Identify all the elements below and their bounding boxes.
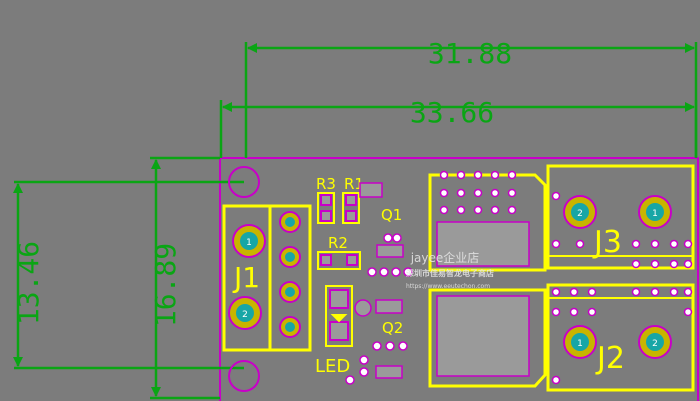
q2-designator: Q2 [382, 319, 403, 337]
j2-pad-1: 1 [563, 325, 597, 359]
j1-pad-1: 1 [232, 224, 266, 258]
q1-area [354, 182, 413, 317]
watermark-line-1: jayee企业店 [410, 250, 480, 265]
j3-designator: J3 [592, 225, 622, 260]
j3-connector: 2 1 [546, 164, 695, 270]
q1-designator: Q1 [381, 206, 402, 224]
r3-designator: R3 [316, 175, 336, 193]
dimension-height-inner [13, 180, 244, 370]
watermark-line-3: https://www.eeutechon.com [406, 283, 490, 290]
j1-side-pads [279, 211, 301, 338]
j2-pad-1-label: 1 [577, 339, 583, 349]
j2-designator: J2 [595, 341, 625, 376]
r1-footprint [342, 192, 360, 224]
ic-lower-footprint [428, 288, 547, 388]
dimension-width-outer [219, 100, 698, 158]
j1-designator: J1 [232, 261, 260, 294]
watermark-line-2: 深圳市佳易智龙电子商店 [406, 268, 494, 278]
j1-terminal-block: 1 2 [222, 204, 312, 352]
ic-upper-footprint [428, 170, 547, 272]
q2-area [345, 299, 408, 385]
j3-pad-1-label: 1 [652, 209, 658, 219]
r2-designator: R2 [328, 234, 348, 252]
watermark: jayee企业店 深圳市佳易智龙电子商店 https://www.eeutech… [406, 250, 494, 290]
mounting-hole-top [228, 166, 260, 198]
dimension-height-inner-label: 13.46 [12, 241, 45, 325]
dimension-height-outer [150, 156, 220, 400]
j1-pad-1-label: 1 [246, 238, 252, 248]
led-footprint [325, 285, 353, 347]
j2-pad-2: 2 [638, 325, 672, 359]
j3-pad-2-label: 2 [577, 209, 583, 219]
j1-pad-2-label: 2 [242, 310, 248, 320]
r2-footprint [317, 251, 361, 270]
dimension-width-outer-label: 33.66 [410, 96, 494, 129]
j3-pad-1: 1 [638, 195, 672, 229]
j2-pad-2-label: 2 [652, 339, 658, 349]
dimension-height-outer-label: 16.89 [149, 243, 182, 327]
led-designator: LED [315, 356, 350, 377]
j2-connector: 1 2 [546, 283, 695, 392]
r3-footprint [317, 192, 335, 224]
dimension-width-inner-label: 31.88 [428, 37, 512, 70]
board-outline [219, 157, 699, 401]
mounting-hole-bottom [228, 360, 260, 392]
j1-pad-2: 2 [228, 296, 262, 330]
r1-designator: R1 [344, 175, 364, 193]
j3-pad-2: 2 [563, 195, 597, 229]
